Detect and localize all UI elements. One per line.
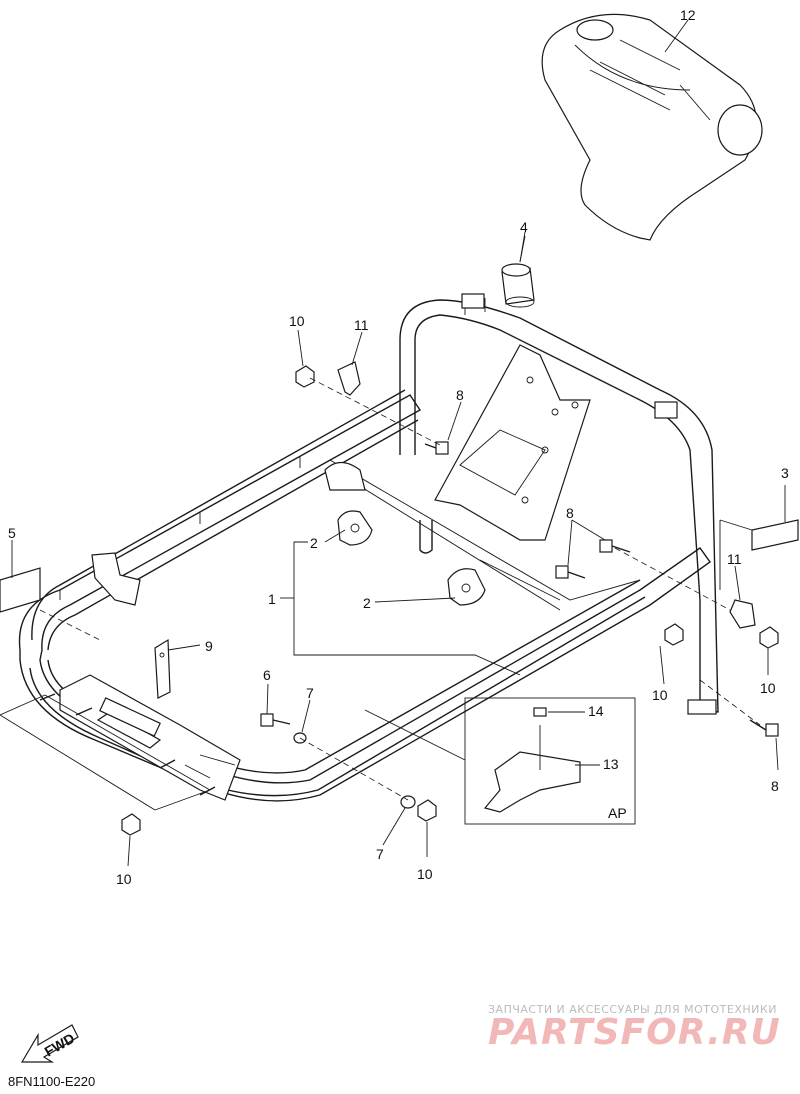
callout-13: 13 xyxy=(603,756,619,772)
callout-10b: 10 xyxy=(116,871,132,887)
clamp-part-lower xyxy=(447,568,486,606)
callout-1: 1 xyxy=(268,591,276,607)
callout-5: 5 xyxy=(8,525,16,541)
bolt-part-6 xyxy=(260,713,291,727)
decal-part-5 xyxy=(0,567,41,613)
callout-10d: 10 xyxy=(652,687,668,703)
callout-8a: 8 xyxy=(456,387,464,403)
callout-7b: 7 xyxy=(376,846,384,862)
callout-10c: 10 xyxy=(417,866,433,882)
callout-6: 6 xyxy=(263,667,271,683)
callout-11b: 11 xyxy=(727,551,742,567)
callout-10a: 10 xyxy=(289,313,305,329)
callout-14: 14 xyxy=(588,703,604,719)
cross-member xyxy=(324,459,641,611)
callout-numbers: 12 4 3 5 10 11 8 8 11 2 2 1 9 6 7 10 10 … xyxy=(8,7,789,887)
clamp-part-upper xyxy=(337,510,373,546)
decal-part-3 xyxy=(751,519,799,551)
inset-label-ap: AP xyxy=(608,805,627,821)
bracket-part-9 xyxy=(154,638,171,699)
callout-3: 3 xyxy=(781,465,789,481)
callout-8c: 8 xyxy=(771,778,779,794)
bolts-part-8 xyxy=(424,441,779,737)
nuts-part-10 xyxy=(121,365,779,836)
callout-12: 12 xyxy=(680,7,696,23)
callout-2b: 2 xyxy=(363,595,371,611)
assembly-lines xyxy=(39,377,761,801)
front-mount-bracket xyxy=(91,552,141,606)
central-bracket xyxy=(419,344,591,554)
fwd-arrow: FWD xyxy=(20,1024,79,1063)
handlebar-pad-part xyxy=(541,13,763,241)
leader-lines xyxy=(11,19,786,867)
diagram-id: 8FN1100-E220 xyxy=(8,1074,96,1089)
callout-11a: 11 xyxy=(354,317,369,333)
callout-10e: 10 xyxy=(760,680,776,696)
front-nose xyxy=(59,674,241,801)
steering-hoop xyxy=(399,293,719,715)
ap-inset-box xyxy=(364,697,636,825)
bushing-part xyxy=(501,263,535,308)
callout-4: 4 xyxy=(520,219,528,235)
callout-9: 9 xyxy=(205,638,213,654)
watermark-tagline: ЗАПЧАСТИ И АКСЕССУАРЫ ДЛЯ МОТОТЕХНИКИ xyxy=(488,1003,777,1016)
callout-2a: 2 xyxy=(310,535,318,551)
clip-part-11 xyxy=(337,361,756,629)
washer-part-7b xyxy=(400,795,416,809)
callout-8b: 8 xyxy=(566,505,574,521)
main-frame xyxy=(18,389,711,802)
watermark-brand: PARTSFOR.RU xyxy=(488,1012,781,1053)
callout-7a: 7 xyxy=(306,685,314,701)
